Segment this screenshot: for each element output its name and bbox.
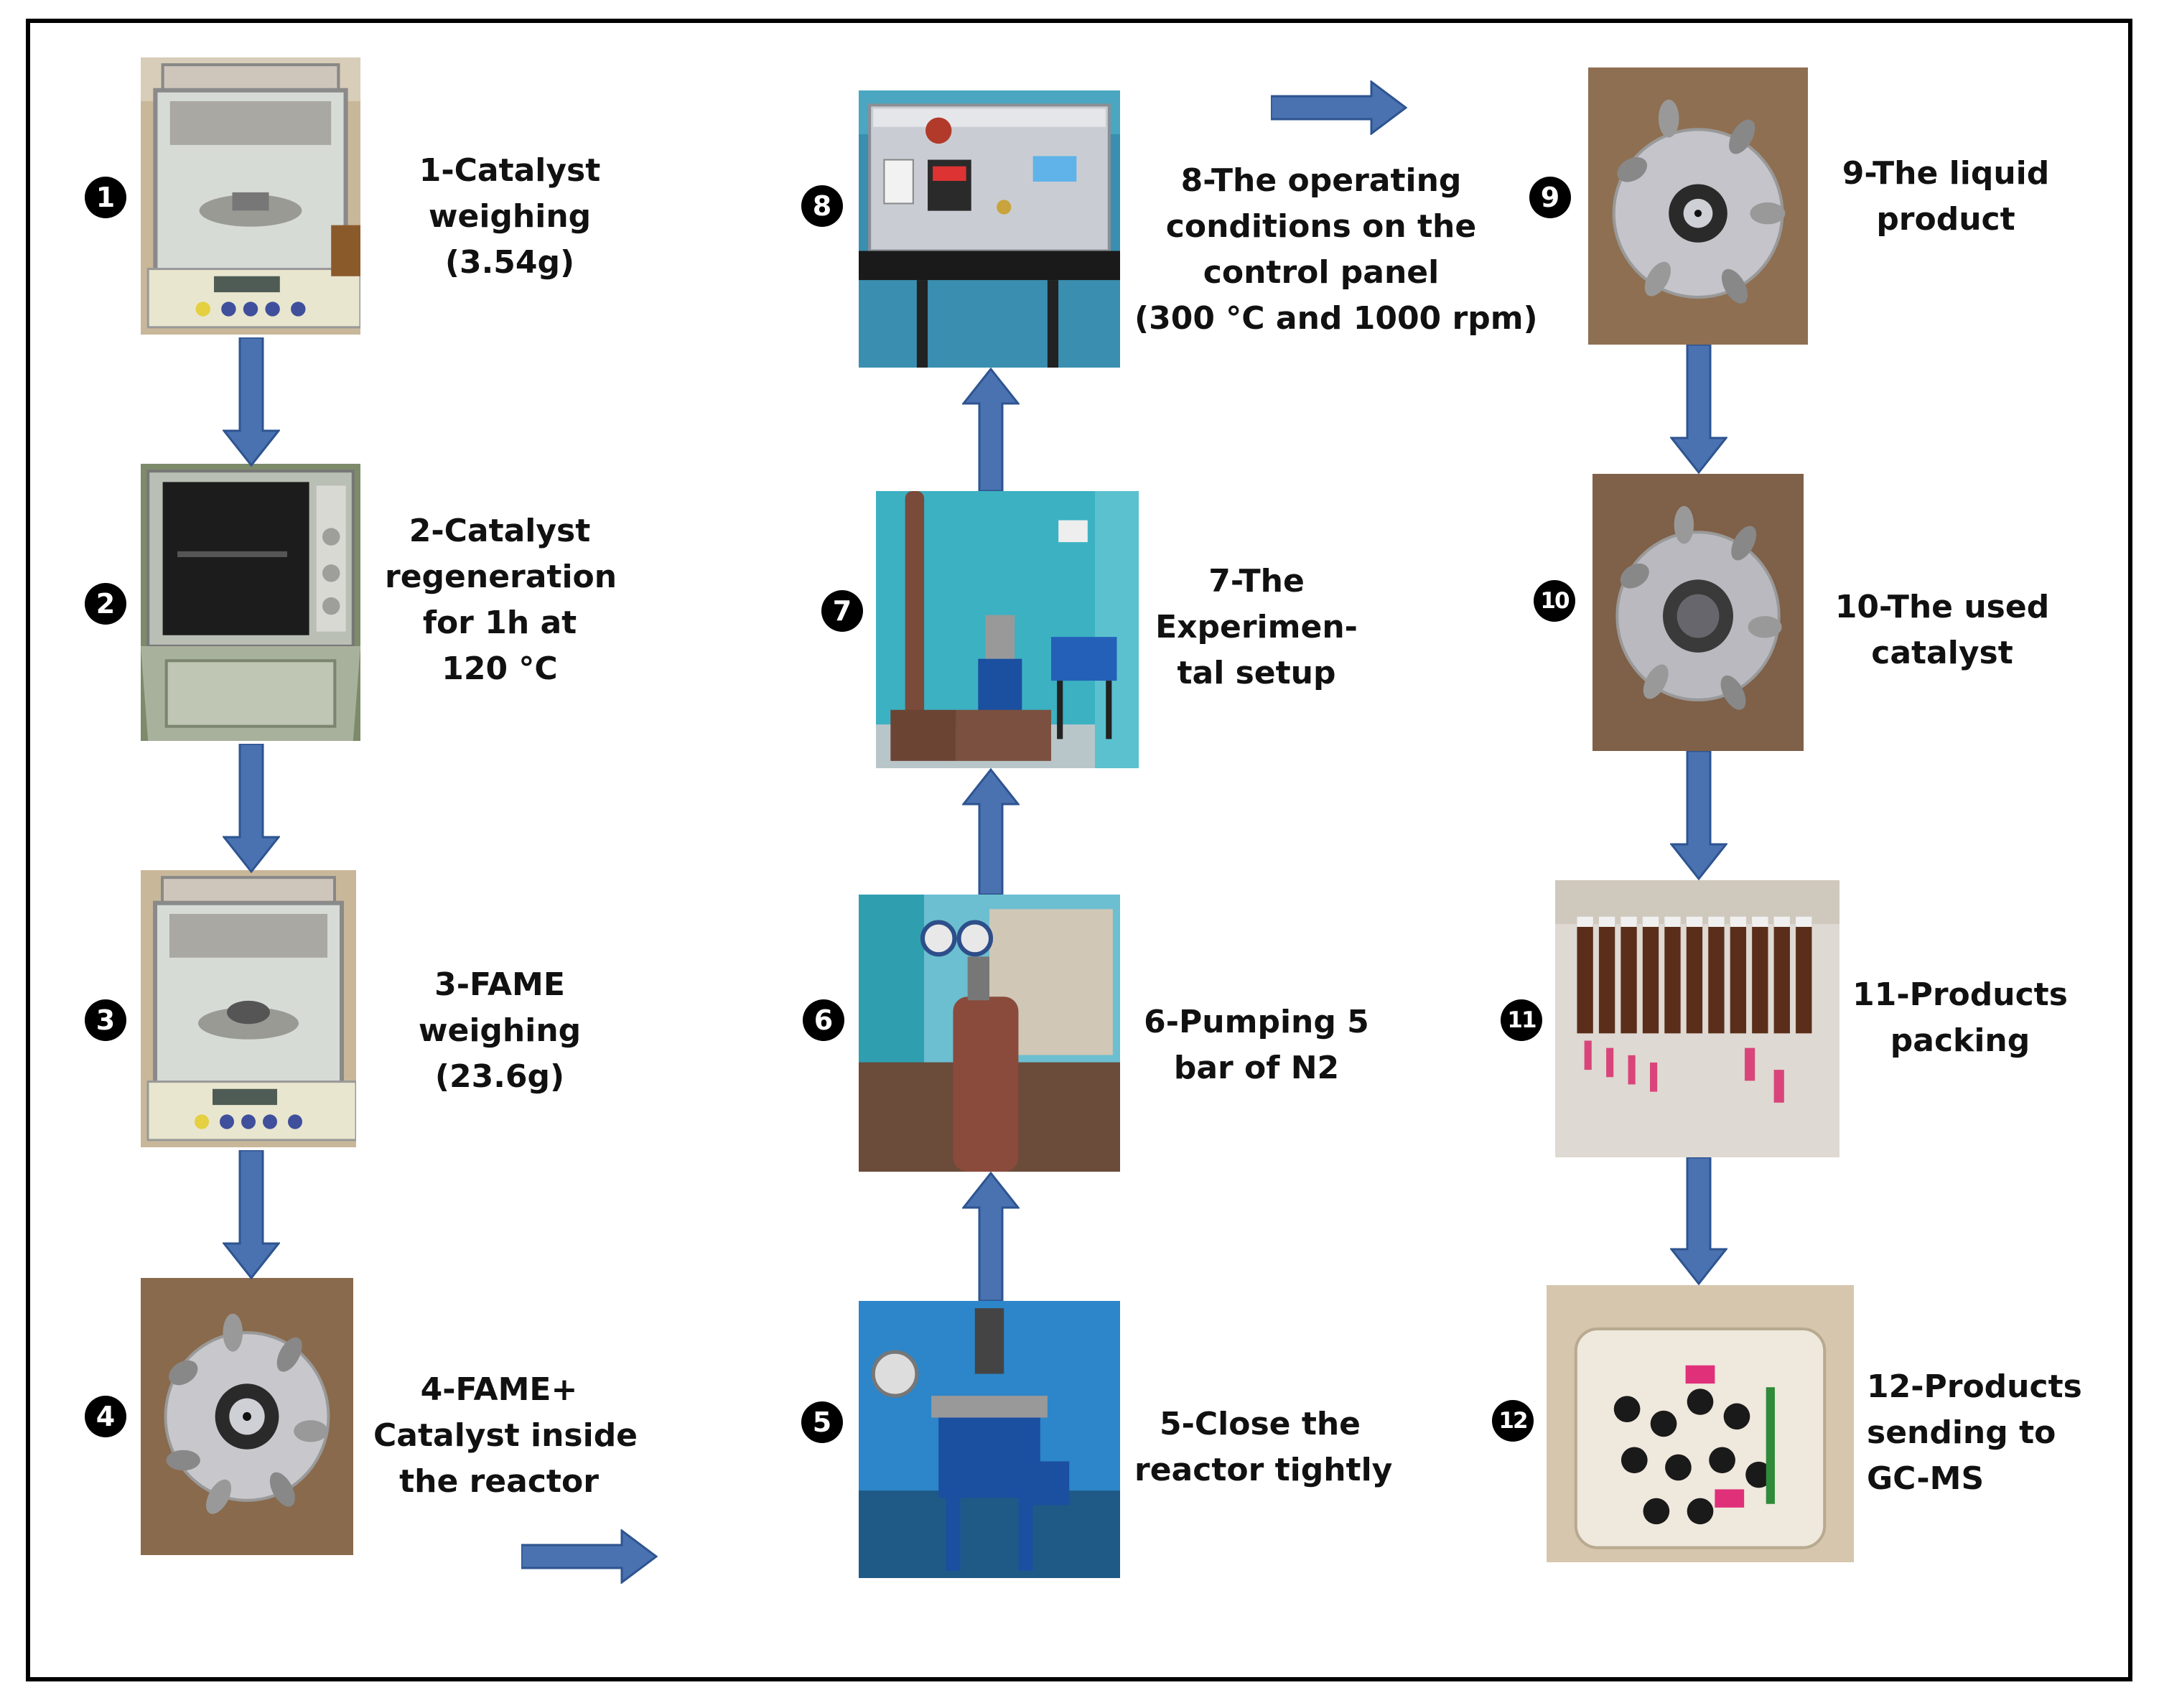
step-label-line: (23.6g) (434, 1058, 565, 1095)
photo-product-vials (1555, 880, 1839, 1157)
photo-lab-setup (876, 491, 1139, 768)
step-label: 10-The used catalyst (1831, 584, 2053, 676)
photo-control-panel (859, 90, 1120, 368)
step-label-line: Catalyst inside (373, 1417, 638, 1454)
step-label-line: control panel (1203, 254, 1440, 291)
step-label-line: reactor tightly (1134, 1452, 1393, 1488)
photo-closed-reactor (859, 1301, 1120, 1578)
step-label: 6-Pumping 5 bar of N2 (1134, 999, 1379, 1091)
step-number-badge: 12 (1492, 1400, 1534, 1442)
flow-arrow-down (223, 337, 280, 467)
photo-reactor-lid-used (1593, 474, 1804, 751)
step-label-line: weighing (418, 1012, 582, 1049)
step-label-line: tal setup (1177, 655, 1336, 691)
flow-arrow-down (1670, 1157, 1727, 1285)
step-label-line: weighing (428, 198, 592, 235)
step-number-badge: 8 (801, 185, 843, 227)
flow-arrow-down (1670, 345, 1727, 474)
step-label-line: 4-FAME+ (420, 1371, 578, 1408)
step-number-badge: 6 (803, 999, 844, 1041)
step-label-line: the reactor (399, 1463, 599, 1500)
step-label: 7-The Experimen- tal setup (1149, 559, 1364, 696)
flow-arrow-up (962, 368, 1020, 491)
step-label-line: bar of N2 (1173, 1050, 1340, 1086)
step-label-line: product (1876, 201, 2015, 238)
step-label: 8-The operating conditions on the contro… (1134, 158, 1538, 342)
step-label-line: sending to (1867, 1414, 2056, 1451)
step-number-badge: 7 (821, 590, 863, 632)
step-label-line: Experimen- (1155, 609, 1358, 645)
photo-reactor-lid (141, 1278, 353, 1555)
step-label-line: 3-FAME (434, 966, 565, 1003)
step-label-line: for 1h at (422, 605, 577, 641)
step-label-line: regeneration (385, 559, 617, 595)
flow-arrow-right (521, 1529, 658, 1584)
step-label-line: 9-The liquid (1842, 155, 2050, 192)
step-number-badge: 1 (85, 177, 126, 218)
flow-arrow-right (1271, 80, 1407, 135)
step-label-line: 8-The operating (1180, 162, 1462, 199)
photo-vial-tray (1547, 1285, 1854, 1562)
step-label-line: packing (1890, 1022, 2030, 1059)
step-label-line: 10-The used (1834, 589, 2050, 625)
flow-arrow-down (223, 1150, 280, 1279)
step-label: 2-Catalyst regeneration for 1h at 120 °C (385, 508, 617, 692)
step-label: 3-FAME weighing (23.6g) (385, 962, 615, 1100)
step-label-line: 11-Products (1852, 976, 2068, 1013)
step-label-line: 120 °C (442, 650, 558, 687)
step-number-badge: 11 (1501, 999, 1542, 1041)
step-label-line: 6-Pumping 5 (1144, 1004, 1369, 1040)
step-label-line: 7-The (1208, 563, 1305, 599)
step-label: 4-FAME+ Catalyst inside the reactor (373, 1367, 638, 1505)
step-number-badge: 10 (1534, 580, 1575, 622)
step-label-line: conditions on the (1165, 208, 1477, 245)
step-label-line: GC-MS (1867, 1460, 1985, 1497)
photo-analytical-balance (141, 870, 356, 1147)
step-label-line: 2-Catalyst (409, 513, 591, 549)
step-label-line: 12-Products (1867, 1368, 2082, 1405)
step-number-badge: 3 (85, 999, 126, 1041)
flow-arrow-up (962, 1172, 1020, 1301)
step-label-line: (3.54g) (444, 244, 575, 281)
step-number-badge: 2 (85, 583, 126, 625)
step-label: 1-Catalyst weighing (3.54g) (395, 148, 625, 286)
step-label: 12-Products sending to GC-MS (1867, 1364, 2082, 1502)
step-number-badge: 9 (1529, 177, 1571, 218)
photo-analytical-balance (141, 57, 360, 335)
step-label-line: 5-Close the (1159, 1406, 1361, 1442)
flow-arrow-down (223, 744, 280, 873)
step-label-line: catalyst (1871, 635, 2013, 671)
step-label-line: (300 °C and 1000 rpm) (1134, 300, 1538, 337)
flow-arrow-up (962, 768, 1020, 895)
step-label: 9-The liquid product (1838, 151, 2053, 243)
photo-drying-oven (141, 464, 360, 741)
step-label: 11-Products packing (1852, 972, 2068, 1064)
step-number-badge: 4 (85, 1396, 126, 1437)
step-label: 5-Close the reactor tightly (1134, 1401, 1393, 1493)
step-number-badge: 5 (801, 1401, 843, 1443)
photo-reactor-lid (1588, 67, 1808, 345)
flow-arrow-down (1670, 751, 1727, 880)
step-label-line: 1-Catalyst (419, 152, 601, 189)
photo-nitrogen-cylinder (859, 895, 1120, 1172)
